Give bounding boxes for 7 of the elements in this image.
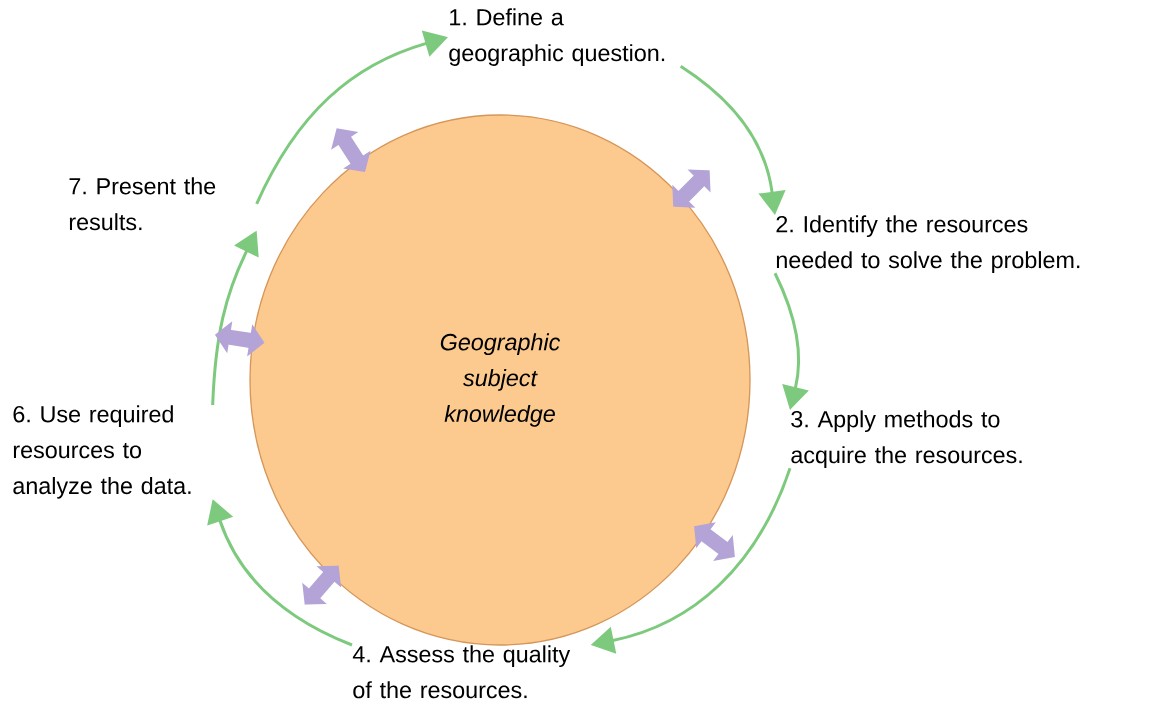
double-arrow (672, 169, 711, 208)
step-text: 1. Define a geographic question. (449, 8, 665, 66)
step-text: 2. Identify the resources needed to solve the problem. (776, 215, 1080, 273)
step-text: 3. Apply methods to acquire the resources. (791, 410, 1022, 468)
step-text: 7. Present the results. (69, 177, 216, 231)
step-text: 6. Use required resources to analyze the data. (13, 405, 191, 499)
step-text: 4. Assess the quality of the resources. (352, 645, 571, 699)
